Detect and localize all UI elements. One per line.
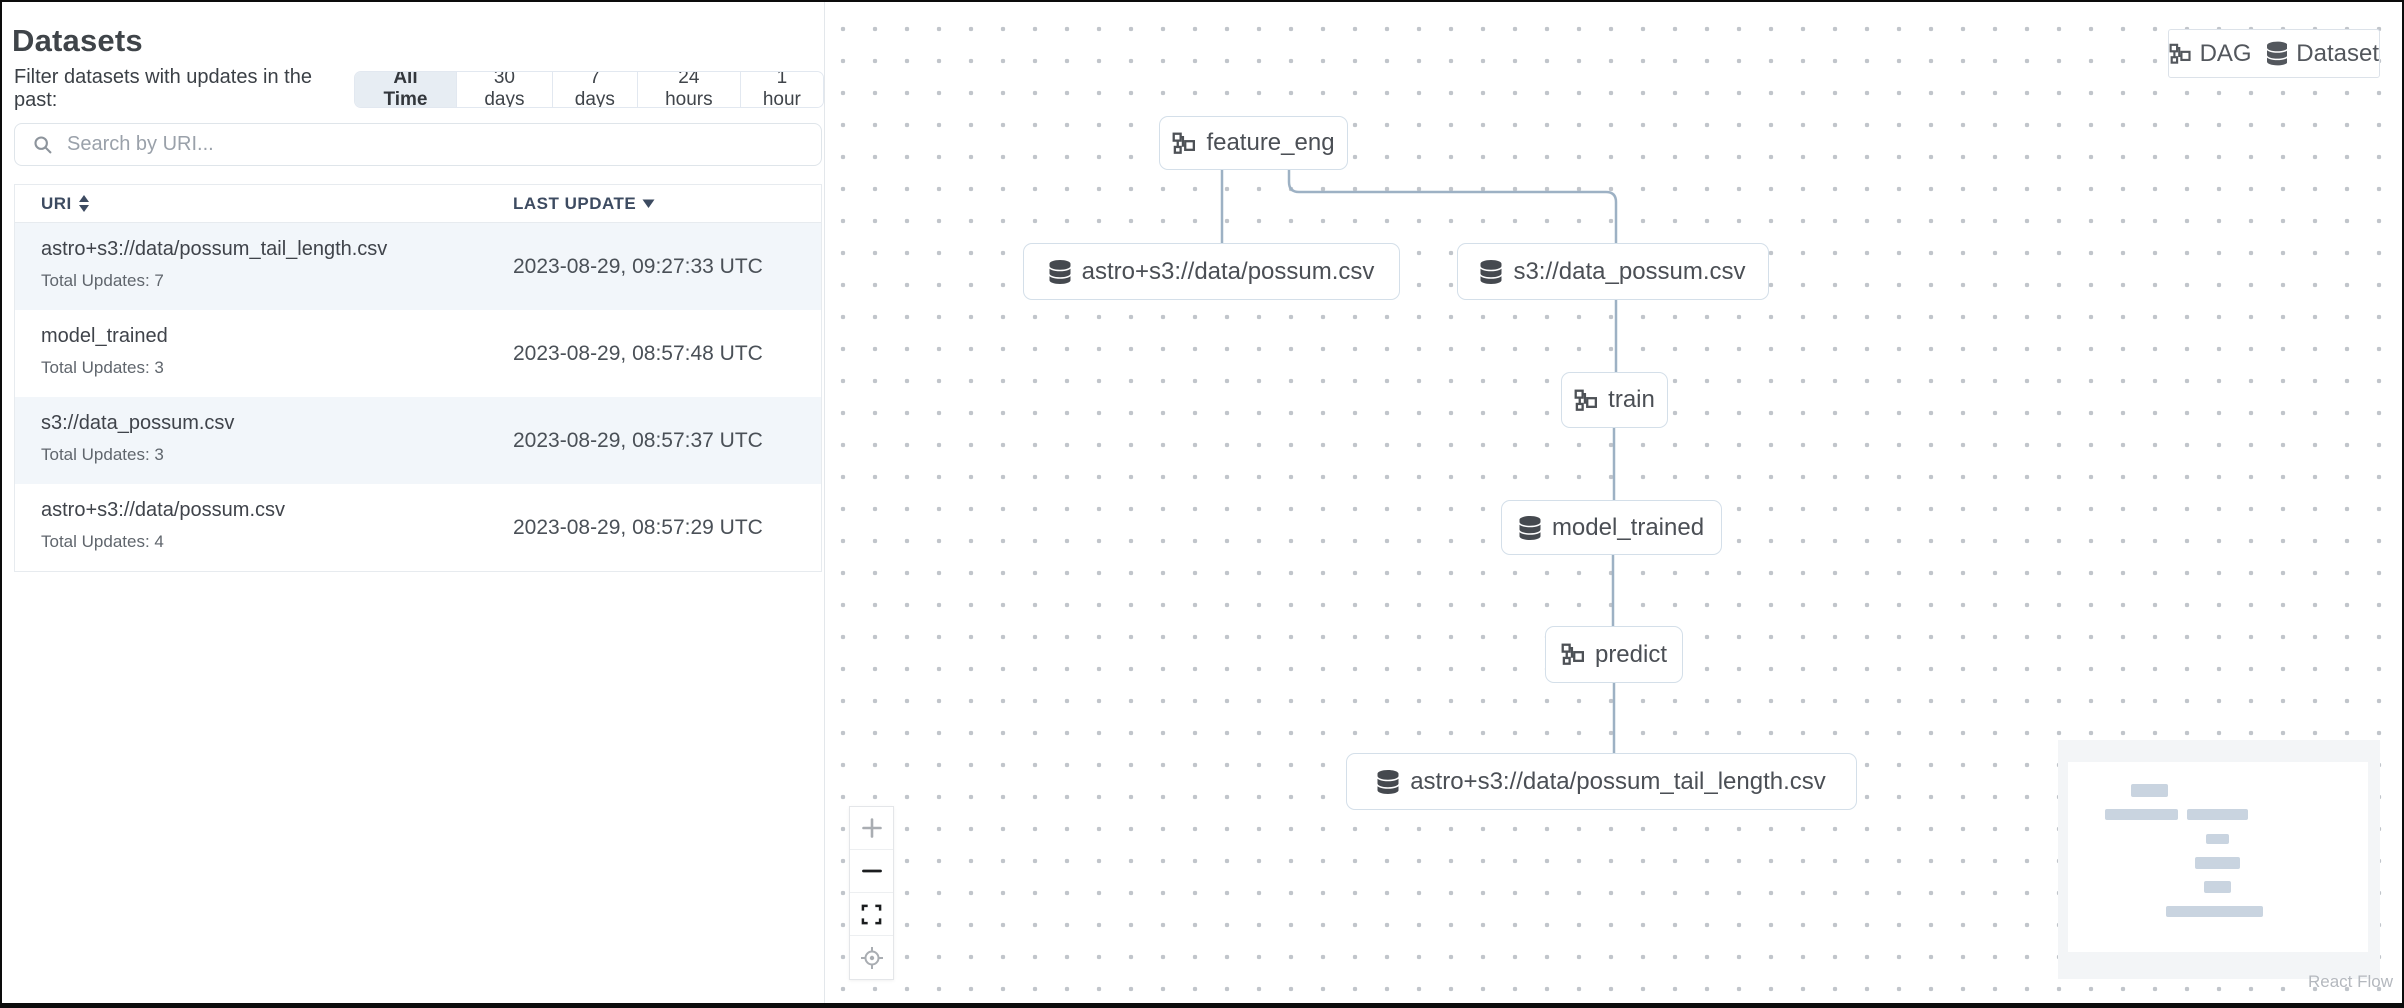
database-icon	[1377, 769, 1399, 794]
graph-node-label: astro+s3://data/possum_tail_length.csv	[1410, 767, 1826, 795]
minimap-node	[2105, 809, 2178, 820]
page-title: Datasets	[12, 23, 143, 58]
search-input[interactable]	[14, 123, 822, 166]
graph-node-label: astro+s3://data/possum.csv	[1081, 257, 1375, 285]
filter-label: Filter datasets with updates in the past…	[14, 66, 312, 111]
column-header-uri[interactable]: URI	[15, 194, 513, 214]
dataset-last-update: 2023-08-29, 09:27:33 UTC	[513, 254, 763, 278]
graph-edges	[1220, 170, 1618, 753]
dag-icon	[1574, 389, 1598, 411]
table-row[interactable]: astro+s3://data/possum_tail_length.csv T…	[15, 223, 821, 310]
minimap-node	[2206, 834, 2229, 844]
dataset-last-update: 2023-08-29, 08:57:48 UTC	[513, 341, 763, 365]
database-icon	[1480, 259, 1502, 284]
filter-row: Filter datasets with updates in the past…	[14, 66, 824, 111]
filter-button-7-days[interactable]: 7 days	[551, 71, 637, 107]
database-icon	[1519, 515, 1541, 540]
filter-button-24-hours[interactable]: 24 hours	[637, 71, 740, 107]
minus-icon	[861, 869, 882, 873]
flow-controls	[849, 806, 894, 980]
sort-desc-icon	[642, 199, 655, 208]
sort-both-icon	[78, 195, 90, 212]
dataset-total-updates: Total Updates: 3	[41, 445, 164, 464]
table-row[interactable]: astro+s3://data/possum.csv Total Updates…	[15, 484, 821, 571]
minimap-node	[2195, 857, 2240, 869]
dataset-uri: astro+s3://data/possum.csv	[41, 499, 286, 521]
column-header-last-update[interactable]: LAST UPDATE	[513, 194, 655, 214]
graph-node-label: train	[1608, 386, 1655, 413]
dataset-last-update: 2023-08-29, 08:57:29 UTC	[513, 515, 763, 539]
graph-node-train[interactable]: train	[1561, 372, 1668, 428]
dataset-uri: model_trained	[41, 325, 168, 347]
dag-icon	[1561, 643, 1584, 665]
fit-view-button[interactable]	[850, 893, 893, 936]
table-row[interactable]: model_trained Total Updates: 3 2023-08-2…	[15, 310, 821, 397]
crosshair-icon	[860, 946, 883, 969]
filter-button-all-time[interactable]: All Time	[354, 71, 457, 107]
zoom-in-button[interactable]	[850, 807, 893, 850]
graph-node-model-trained[interactable]: model_trained	[1501, 500, 1722, 555]
graph-node-label: feature_eng	[1206, 129, 1335, 156]
zoom-out-button[interactable]	[850, 850, 893, 893]
datasets-panel: Datasets Filter datasets with updates in…	[2, 2, 824, 1003]
datasets-table: URI LAST UPDATE astro+s3://data/possum_t…	[14, 184, 822, 572]
graph-node-astro-possum-csv[interactable]: astro+s3://data/possum.csv	[1023, 243, 1400, 300]
dataset-uri: s3://data_possum.csv	[41, 412, 235, 434]
legend-dataset-label: Dataset	[2296, 39, 2379, 67]
graph-node-s3-data-possum-csv[interactable]: s3://data_possum.csv	[1457, 243, 1769, 300]
dataset-graph-panel[interactable]: feature_eng astro+s3://data/possum.csv s…	[824, 2, 2402, 1003]
table-header-row: URI LAST UPDATE	[15, 185, 821, 223]
dataset-total-updates: Total Updates: 7	[41, 271, 164, 290]
graph-legend: DAG Dataset	[2168, 29, 2380, 78]
database-icon	[1049, 259, 1071, 284]
database-icon	[2266, 41, 2288, 66]
dataset-uri: astro+s3://data/possum_tail_length.csv	[41, 238, 388, 260]
filter-button-group: All Time 30 days 7 days 24 hours 1 hour	[353, 70, 824, 108]
minimap-node	[2166, 906, 2263, 917]
graph-node-feature-eng[interactable]: feature_eng	[1159, 116, 1348, 170]
dataset-total-updates: Total Updates: 3	[41, 358, 164, 377]
search-box	[14, 123, 822, 166]
minimap-node	[2131, 784, 2168, 797]
search-icon	[34, 136, 52, 154]
filter-button-30-days[interactable]: 30 days	[456, 71, 552, 107]
graph-node-label: predict	[1594, 640, 1668, 668]
minimap-node	[2204, 881, 2231, 893]
graph-node-astro-possum-tail-length-csv[interactable]: astro+s3://data/possum_tail_length.csv	[1346, 753, 1857, 810]
dataset-total-updates: Total Updates: 4	[41, 532, 164, 551]
graph-node-predict[interactable]: predict	[1545, 626, 1683, 683]
graph-minimap[interactable]	[2058, 740, 2380, 979]
fit-view-icon	[861, 904, 882, 924]
focus-button[interactable]	[850, 936, 893, 979]
minimap-node	[2187, 809, 2248, 820]
dag-icon	[1173, 132, 1196, 154]
graph-node-label: s3://data_possum.csv	[1513, 257, 1746, 285]
filter-button-1-hour[interactable]: 1 hour	[739, 71, 823, 107]
graph-node-label: model_trained	[1551, 513, 1705, 541]
table-row[interactable]: s3://data_possum.csv Total Updates: 3 20…	[15, 397, 821, 484]
legend-dag-label: DAG	[2199, 39, 2252, 67]
dataset-last-update: 2023-08-29, 08:57:37 UTC	[513, 428, 763, 452]
react-flow-attribution[interactable]: React Flow	[2307, 972, 2393, 991]
dag-icon	[2169, 43, 2191, 64]
plus-icon	[861, 818, 882, 838]
